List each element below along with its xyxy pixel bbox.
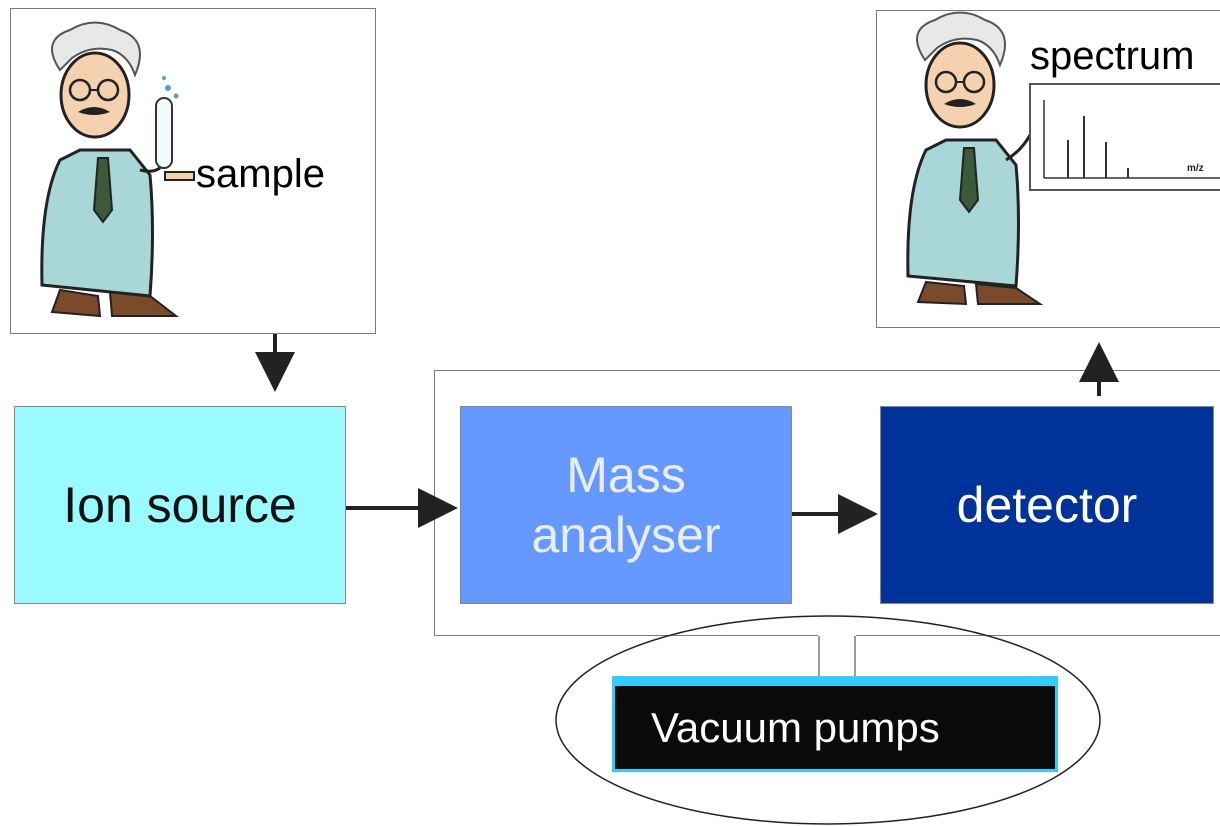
detector-label: detector	[956, 477, 1138, 533]
spectrum-label: spectrum	[1030, 34, 1195, 78]
sample-label: sample	[196, 152, 325, 196]
vacuum-pumps-label: Vacuum pumps	[651, 703, 940, 751]
vacuum-connection-pipe	[818, 634, 856, 680]
ion-source-label: Ion source	[63, 477, 297, 533]
vacuum-pumps-box: Vacuum pumps	[612, 676, 1058, 772]
ion-source-box: Ion source	[14, 406, 346, 604]
mass-analyser-label-line-2: analyser	[531, 507, 721, 563]
mass-analyser-label-line-1: Mass	[566, 447, 686, 503]
mz-axis-label: m/z	[1187, 163, 1204, 174]
detector-box: detector	[880, 406, 1214, 604]
mass-analyser-box: Mass analyser	[460, 406, 792, 604]
